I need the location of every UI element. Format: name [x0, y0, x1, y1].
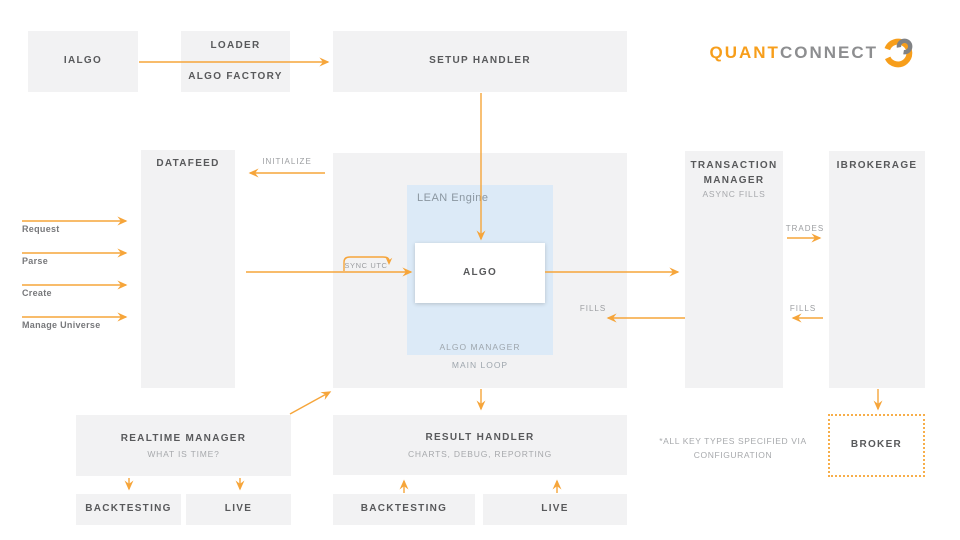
datafeed-action-parse: Parse — [22, 256, 49, 266]
node-realtime-backtesting-title: BACKTESTING — [85, 503, 172, 515]
quantconnect-swirl-icon — [884, 38, 913, 68]
node-result-handler-title: RESULT HANDLER — [425, 432, 535, 444]
node-algo-title: ALGO — [462, 266, 498, 278]
edge-label-fills-to-manager: FILLS — [789, 304, 817, 313]
edge-label-fills-to-engine: FILLS — [579, 304, 607, 313]
configuration-note-line2: CONFIGURATION — [693, 449, 773, 460]
node-realtime-live: LIVE — [186, 494, 291, 525]
node-algo-factory-title: ALGO FACTORY — [188, 70, 283, 82]
node-algo: ALGO — [415, 243, 545, 303]
node-transaction-manager-title2: MANAGER — [703, 174, 765, 186]
node-transaction-manager-subtitle: ASYNC FILLS — [702, 189, 766, 199]
node-result-handler: RESULT HANDLER CHARTS, DEBUG, REPORTING — [333, 415, 627, 475]
datafeed-action-request: Request — [22, 224, 60, 234]
algo-manager-caption: ALGO MANAGER — [439, 342, 521, 352]
node-realtime-backtesting: BACKTESTING — [76, 494, 181, 525]
node-setup-handler: SETUP HANDLER — [333, 31, 627, 92]
logo-quant-text: QUANT — [709, 43, 780, 62]
node-result-backtesting-title: BACKTESTING — [360, 503, 448, 515]
logo-connect-text: CONNECT — [779, 43, 878, 62]
node-ialgo-title: IALGO — [63, 55, 103, 67]
edge-label-trades: TRADES — [785, 224, 825, 233]
datafeed-action-manage-universe: Manage Universe — [22, 320, 101, 330]
node-realtime-manager-subtitle: WHAT IS TIME? — [147, 449, 220, 460]
node-result-live-title: LIVE — [541, 503, 569, 515]
node-realtime-manager-title: REALTIME MANAGER — [120, 432, 247, 444]
node-ialgo: IALGO — [28, 31, 138, 92]
configuration-note-line1: *ALL KEY TYPES SPECIFIED VIA — [659, 436, 807, 446]
datafeed-action-create: Create — [22, 288, 52, 298]
configuration-note: *ALL KEY TYPES SPECIFIED VIA CONFIGURATI… — [655, 435, 811, 462]
node-result-handler-subtitle: CHARTS, DEBUG, REPORTING — [407, 448, 553, 459]
node-ibrokerage-title: IBROKERAGE — [836, 160, 918, 171]
node-result-backtesting: BACKTESTING — [333, 494, 475, 525]
node-realtime-live-title: LIVE — [224, 503, 253, 515]
node-broker-title: BROKER — [850, 439, 903, 451]
node-transaction-manager: TRANSACTION MANAGER ASYNC FILLS — [685, 151, 783, 388]
node-broker: BROKER — [828, 414, 925, 477]
node-datafeed-title: DATAFEED — [156, 158, 220, 169]
edge-label-sync-utc: SYNC UTC — [344, 261, 388, 270]
edge-label-initialize: INITIALIZE — [262, 157, 312, 166]
node-ibrokerage: IBROKERAGE — [829, 151, 925, 388]
node-loader-title: LOADER — [210, 40, 261, 51]
node-realtime-manager: REALTIME MANAGER WHAT IS TIME? — [76, 415, 291, 476]
node-loader-algo-factory: LOADER ALGO FACTORY — [181, 31, 290, 92]
node-result-live: LIVE — [483, 494, 627, 525]
lean-engine-label: LEAN Engine — [417, 192, 489, 204]
node-transaction-manager-title1: TRANSACTION — [690, 160, 778, 171]
node-setup-handler-title: SETUP HANDLER — [429, 55, 531, 67]
arrow-realtime-manager-to-engine — [289, 391, 332, 415]
node-datafeed: DATAFEED — [141, 150, 235, 388]
main-loop-caption: MAIN LOOP — [451, 360, 509, 370]
